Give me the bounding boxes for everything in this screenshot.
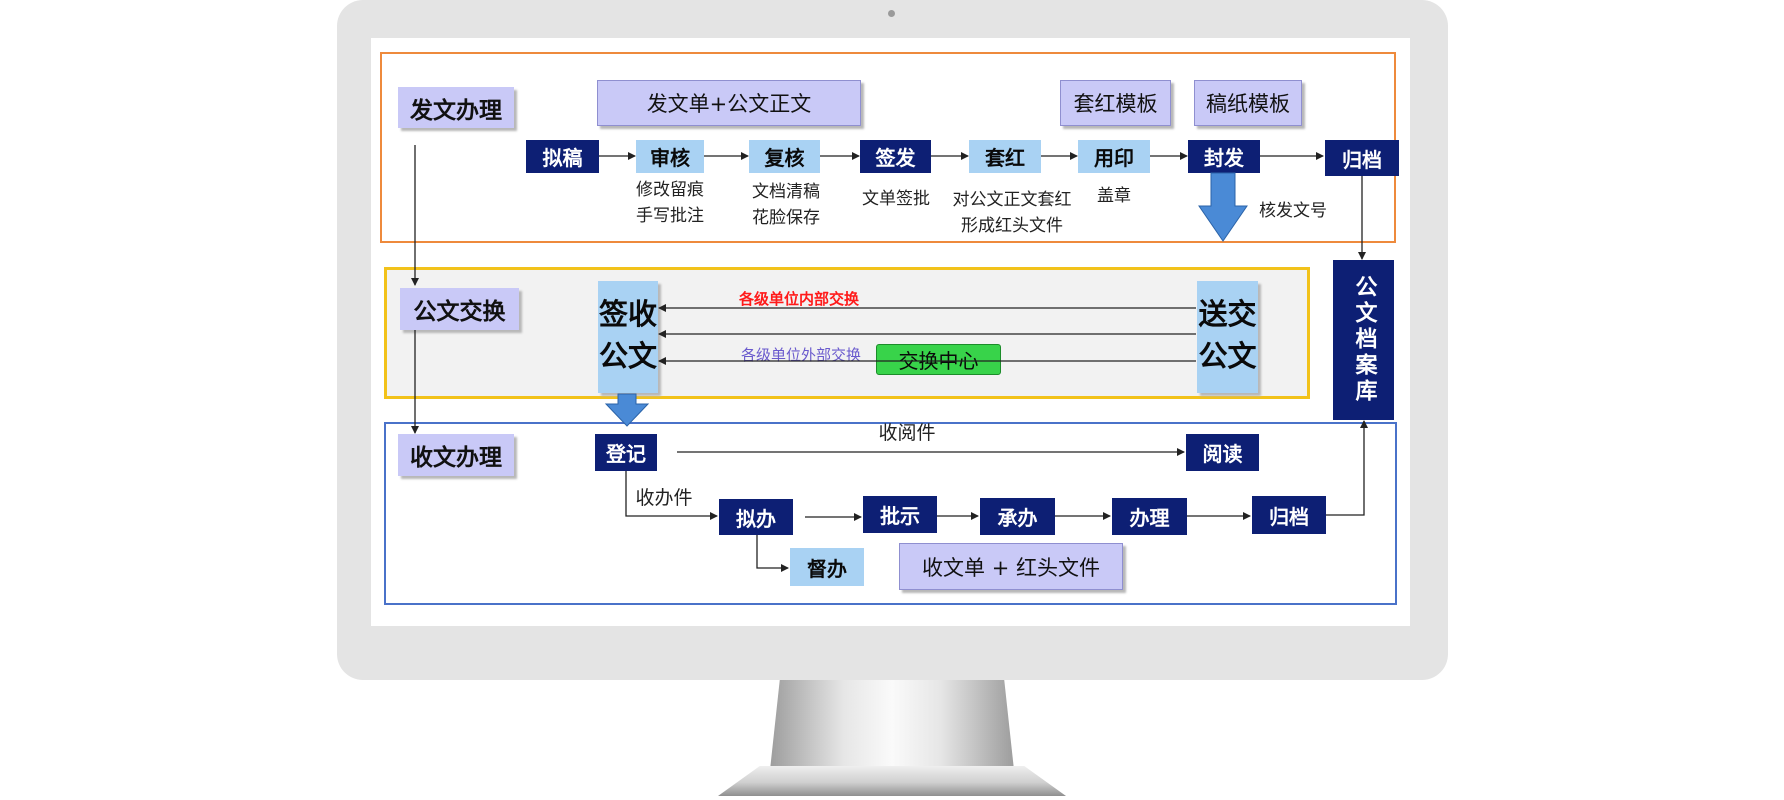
block-arrow-dispatch: [1198, 172, 1248, 242]
step-archive-incoming: 归档: [1252, 496, 1326, 534]
note-red-header-line2: 形成红头文件: [961, 216, 1063, 236]
send-document-box: 送交 公文: [1197, 281, 1258, 393]
step-register: 登记: [595, 434, 657, 471]
camera-dot: [888, 10, 895, 17]
note-red-header: 对公文正文套红 形成红头文件: [937, 187, 1087, 239]
receive-document-box: 签收 公文: [598, 281, 658, 393]
step-supervise: 督办: [790, 548, 864, 586]
exchange-section: [384, 267, 1310, 399]
note-dispatch: 核发文号: [1259, 201, 1327, 221]
receive-document-line2: 公文: [598, 339, 657, 373]
step-dispatch: 封发: [1188, 140, 1260, 173]
step-read: 阅读: [1186, 434, 1259, 471]
step-recheck: 复核: [749, 140, 820, 173]
outgoing-doc-form: 发文单+公文正文: [597, 80, 861, 126]
incoming-section-label: 收文办理: [398, 434, 514, 476]
incoming-section: [384, 422, 1397, 605]
monitor-stand-base: [718, 766, 1066, 796]
internal-exchange-label: 各级单位内部交换: [739, 290, 860, 308]
send-document-line1: 送交: [1198, 297, 1257, 331]
step-process: 办理: [1112, 498, 1187, 535]
step-instruct: 批示: [863, 496, 937, 533]
handle-item-label: 收办件: [635, 487, 693, 509]
external-exchange-label: 各级单位外部交换: [741, 346, 862, 364]
receive-document-line1: 签收: [598, 297, 657, 331]
note-review-line2: 手写批注: [636, 206, 704, 226]
note-recheck-line1: 文档清稿: [752, 182, 820, 202]
arrow-propose-supervise: [756, 535, 789, 572]
step-propose: 拟办: [719, 499, 793, 535]
note-recheck: 文档清稿 花脸保存: [731, 179, 841, 231]
step-archive-outgoing: 归档: [1325, 140, 1399, 176]
step-review: 审核: [636, 140, 704, 173]
note-sign: 文单签批: [862, 189, 930, 209]
arrow-register-propose: [625, 471, 718, 520]
flow-connectors: [411, 145, 1368, 572]
block-arrow-receive: [604, 393, 650, 427]
step-undertake: 承办: [980, 498, 1055, 535]
read-item-label: 收阅件: [878, 422, 936, 444]
note-red-header-line1: 对公文正文套红: [952, 190, 1072, 210]
outgoing-section-label: 发文办理: [398, 87, 514, 128]
note-seal: 盖章: [1097, 186, 1131, 206]
step-red-header: 套红: [969, 140, 1041, 173]
monitor-stand-neck: [770, 680, 1014, 770]
step-draft: 拟稿: [526, 140, 599, 173]
note-review-line1: 修改留痕: [636, 180, 704, 200]
arrow-archive-to-store-incoming: [1326, 420, 1368, 516]
step-seal: 用印: [1078, 140, 1150, 173]
exchange-section-label: 公文交换: [400, 288, 519, 330]
step-sign: 签发: [860, 140, 931, 173]
note-recheck-line2: 花脸保存: [752, 208, 820, 228]
document-archive-store: 公文档案库: [1333, 260, 1394, 420]
send-document-line2: 公文: [1198, 339, 1257, 373]
draft-paper-template: 稿纸模板: [1194, 80, 1302, 126]
incoming-doc-form: 收文单 + 红头文件: [899, 543, 1123, 590]
monitor-screen: 发文办理 公文交换 收文办理 发文单+公文正文 套红模板 稿纸模板 拟稿 审核 …: [371, 38, 1410, 626]
note-review: 修改留痕 手写批注: [615, 177, 725, 229]
red-header-template: 套红模板: [1060, 80, 1171, 126]
